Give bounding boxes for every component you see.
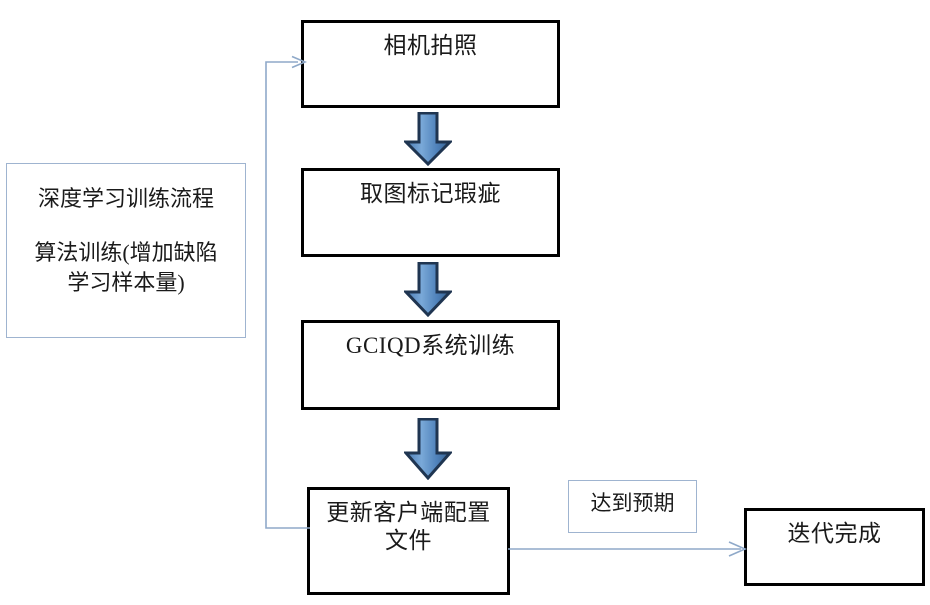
connector-feedback-loop xyxy=(260,55,320,540)
process-box-iteration-complete-label: 迭代完成 xyxy=(787,521,882,546)
block-arrow-down-icon-3 xyxy=(404,418,452,480)
process-box-mark-defects-label: 取图标记瑕疵 xyxy=(360,181,501,206)
process-box-update-client-config-label-line2: 文件 xyxy=(385,528,432,554)
process-box-mark-defects[interactable]: 取图标记瑕疵 xyxy=(301,168,560,257)
annotation-reached-expectation: 达到预期 xyxy=(568,480,697,533)
block-arrow-down-icon-2 xyxy=(404,262,452,317)
block-arrow-down-icon-1 xyxy=(404,112,452,166)
info-panel-line-2a: 算法训练(增加缺陷 xyxy=(34,240,218,266)
process-box-gciqd-training[interactable]: GCIQD系统训练 xyxy=(301,320,560,410)
info-panel: 深度学习训练流程 算法训练(增加缺陷 学习样本量) xyxy=(6,163,246,338)
process-box-camera-capture-label: 相机拍照 xyxy=(383,33,478,58)
process-box-update-client-config-label-line1: 更新客户端配置 xyxy=(326,500,491,525)
process-box-iteration-complete[interactable]: 迭代完成 xyxy=(744,508,925,586)
info-panel-line-1: 深度学习训练流程 xyxy=(37,186,214,211)
info-panel-line-2b: 学习样本量) xyxy=(67,269,185,295)
connector-to-iteration-complete xyxy=(505,536,750,562)
process-box-update-client-config[interactable]: 更新客户端配置 文件 xyxy=(307,487,510,595)
annotation-reached-expectation-label: 达到预期 xyxy=(590,491,675,515)
process-box-gciqd-training-label: GCIQD系统训练 xyxy=(345,333,516,358)
process-box-camera-capture[interactable]: 相机拍照 xyxy=(301,20,560,108)
